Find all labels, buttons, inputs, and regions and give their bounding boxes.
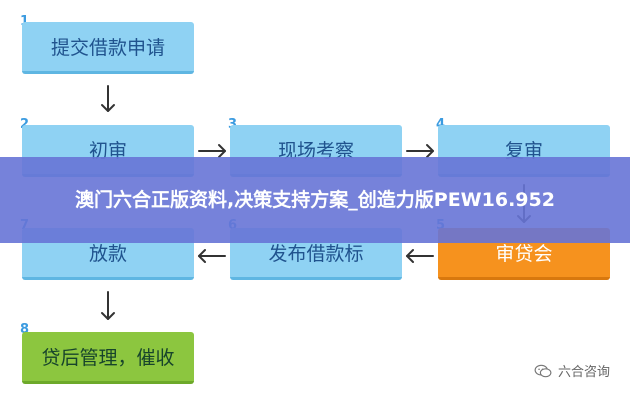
step-5-label: 审贷会 (495, 243, 553, 265)
step-8-number: 8 (20, 322, 30, 337)
arrow-right-3-4 (406, 144, 434, 158)
arrow-down-1-2 (101, 85, 115, 112)
step-7-label: 放款 (88, 243, 127, 265)
arrow-left-5-6 (406, 249, 434, 263)
step-3-number: 3 (228, 117, 237, 132)
arrow-left-6-7 (198, 249, 226, 263)
step-1-number: 1 (20, 14, 29, 29)
step-1-box: 提交借款申请 (22, 22, 194, 74)
step-6-label: 发布借款标 (268, 243, 364, 265)
step-8-box: 贷后管理，催收 (22, 332, 194, 384)
title-banner: 澳门六合正版资料,决策支持方案_创造力版PEW16.952 (0, 157, 630, 243)
banner-title: 澳门六合正版资料,决策支持方案_创造力版PEW16.952 (75, 189, 555, 211)
step-4-label: 复审 (504, 140, 543, 162)
step-4-number: 4 (436, 117, 445, 132)
wechat-logo-icon (534, 364, 552, 377)
watermark-text: 六合咨询 (557, 365, 610, 380)
watermark: 六合咨询 (534, 361, 610, 380)
step-3-label: 现场考察 (277, 140, 354, 162)
arrow-down-7-8 (101, 291, 115, 320)
step-8-label: 贷后管理，催收 (41, 347, 175, 369)
step-1-label: 提交借款申请 (50, 37, 165, 59)
step-2-number: 2 (20, 117, 29, 132)
arrow-right-2-3 (198, 144, 226, 158)
step-2-label: 初审 (88, 140, 127, 162)
